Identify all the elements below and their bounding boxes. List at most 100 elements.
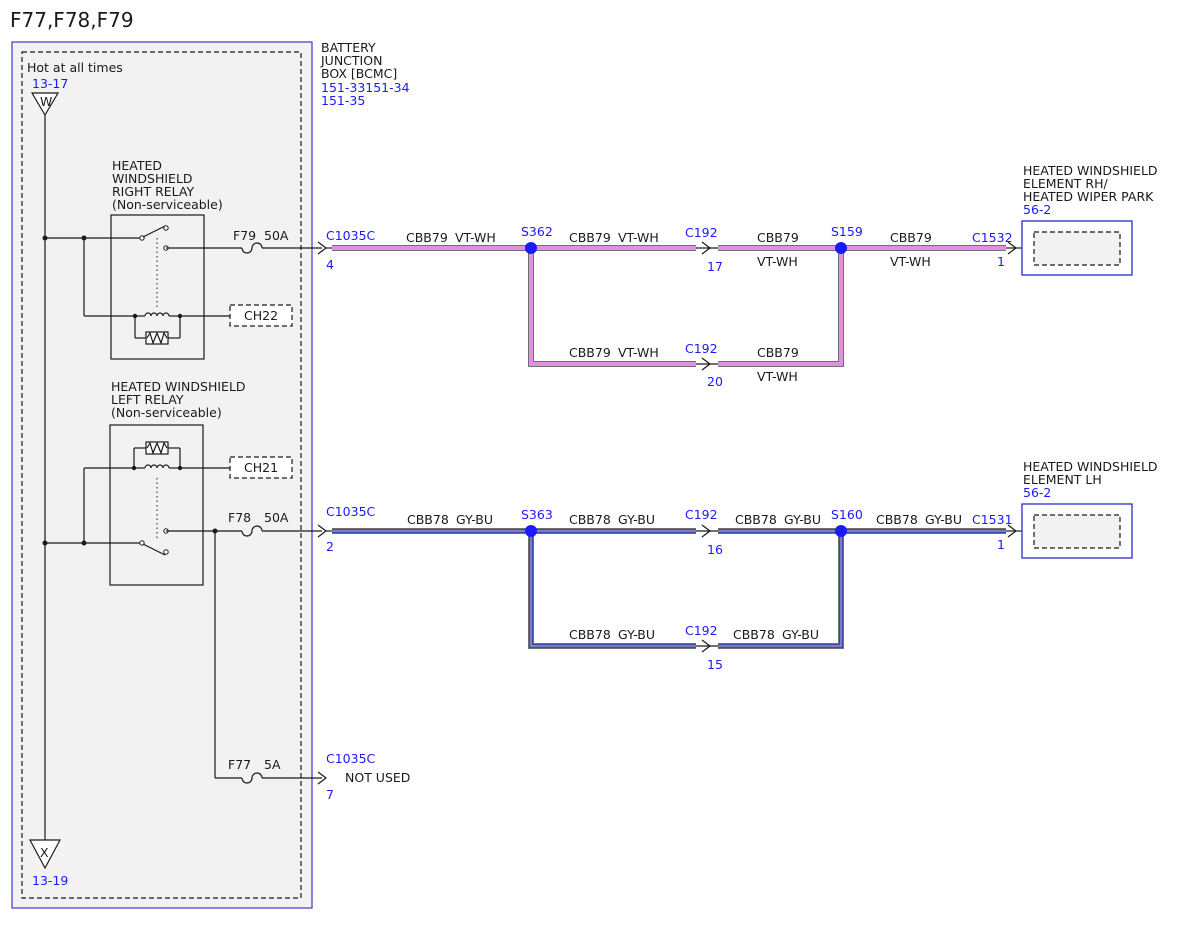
box-name-line: BOX [BCMC] [321, 66, 397, 81]
wire-color: GY-BU [782, 627, 819, 642]
wire-color: GY-BU [456, 512, 493, 527]
component-rh-ref[interactable]: 56-2 [1023, 202, 1051, 217]
component-rh-label: HEATED WINDSHIELD [1023, 163, 1158, 178]
connector-c1532[interactable]: C1532 [972, 230, 1013, 245]
left-relay-label: LEFT RELAY [111, 392, 184, 407]
box-name-line: BATTERY [321, 40, 376, 55]
wire-label: CBB78 [569, 627, 611, 642]
power-bottom-ref[interactable]: 13-19 [32, 873, 68, 888]
box-ref[interactable]: 151-35 [321, 93, 365, 108]
pin-1: 1 [997, 537, 1005, 552]
wire-label: CBB79 [757, 345, 799, 360]
wire-color: GY-BU [784, 512, 821, 527]
left-relay-label: (Non-serviceable) [111, 405, 222, 420]
left-relay-label: HEATED WINDSHIELD [111, 379, 246, 394]
pin-15: 15 [707, 657, 723, 672]
power-top-letter: W [40, 94, 52, 109]
component-lh-label: HEATED WINDSHIELD [1023, 459, 1158, 474]
wire-label: CBB78 [407, 512, 449, 527]
box-name: BATTERY JUNCTION BOX [BCMC] 151-33151-34… [320, 40, 410, 108]
connector-c1035c-7[interactable]: C1035C [326, 751, 376, 766]
wire-color: VT-WH [757, 369, 798, 384]
right-relay-label: (Non-serviceable) [112, 197, 223, 212]
right-relay-box [110, 214, 205, 360]
wire-label: CBB78 [569, 512, 611, 527]
pin-7: 7 [326, 787, 334, 802]
pin-1: 1 [997, 254, 1005, 269]
connector-c1531[interactable]: C1531 [972, 512, 1013, 527]
wire-color: VT-WH [455, 230, 496, 245]
right-relay-label: RIGHT RELAY [112, 184, 194, 199]
junction-box-inner-dashed [21, 51, 302, 899]
component-lh-label: ELEMENT LH [1023, 472, 1102, 487]
ground-ch21-label: CH21 [244, 460, 278, 475]
wire-label: CBB78 [735, 512, 777, 527]
connector-c1035c-4[interactable]: C1035C [326, 228, 376, 243]
page-title: F77,F78,F79 [10, 8, 134, 32]
connector-c192[interactable]: C192 [685, 341, 718, 356]
fuse-f77: F77 [228, 757, 251, 772]
wire-label: CBB79 [890, 230, 932, 245]
splice-s362-label: S362 [521, 224, 553, 239]
wire-label: CBB79 [569, 230, 611, 245]
pin-2: 2 [326, 539, 334, 554]
wire-color: GY-BU [925, 512, 962, 527]
splice-s362[interactable] [525, 242, 537, 254]
wire-color: VT-WH [618, 230, 659, 245]
f77-branch: F77 5A C1035C 7 NOT USED [214, 531, 410, 802]
splice-s159-label: S159 [831, 224, 863, 239]
right-relay-label: WINDSHIELD [112, 171, 193, 186]
fuse-f78-amps: 50A [264, 510, 289, 525]
fuse-f78: F78 [228, 510, 251, 525]
wire-label: CBB79 [757, 230, 799, 245]
left-relay-box [109, 424, 204, 586]
ground-ch22-label: CH22 [244, 308, 278, 323]
component-element-rh[interactable]: HEATED WINDSHIELD ELEMENT RH/ HEATED WIP… [1021, 163, 1158, 276]
fuse-f79-amps: 50A [264, 228, 289, 243]
splice-s160[interactable] [835, 525, 847, 537]
connector-c192[interactable]: C192 [685, 507, 718, 522]
wire-color: GY-BU [618, 627, 655, 642]
right-relay: HEATED WINDSHIELD RIGHT RELAY (Non-servi… [42, 158, 322, 360]
splice-s160-label: S160 [831, 507, 863, 522]
wire-label: CBB79 [569, 345, 611, 360]
power-in-triangle-icon [30, 92, 60, 117]
component-rh-label: HEATED WIPER PARK [1023, 189, 1154, 204]
box-name-line: JUNCTION [320, 53, 382, 68]
pin-16: 16 [707, 542, 723, 557]
component-element-lh[interactable]: HEATED WINDSHIELD ELEMENT LH 56-2 [1021, 459, 1158, 559]
circuit-cbb78: C1035C 2 CBB78 GY-BU S363 CBB78 GY-BU C1… [317, 504, 1022, 672]
wire-color: VT-WH [618, 345, 659, 360]
hot-at-all-times-label: Hot at all times [27, 60, 123, 75]
power-bottom-letter: X [40, 845, 49, 860]
splice-s159[interactable] [835, 242, 847, 254]
left-relay: HEATED WINDSHIELD LEFT RELAY (Non-servic… [42, 379, 322, 586]
fuse-f77-amps: 5A [264, 757, 281, 772]
component-rh-label: ELEMENT RH/ [1023, 176, 1108, 191]
pin-4: 4 [326, 257, 334, 272]
ground-ch21 [229, 456, 293, 479]
wire-label: CBB79 [406, 230, 448, 245]
connector-c1035c-2[interactable]: C1035C [326, 504, 376, 519]
right-relay-label: HEATED [112, 158, 162, 173]
wire-label: CBB78 [733, 627, 775, 642]
power-top-ref[interactable]: 13-17 [32, 76, 68, 91]
circuit-cbb79: C1035C 4 CBB79 VT-WH S362 CBB79 VT-WH C1… [317, 224, 1022, 389]
splice-s363[interactable] [525, 525, 537, 537]
wire-color: VT-WH [757, 254, 798, 269]
not-used-label: NOT USED [345, 770, 410, 785]
wire-color: VT-WH [890, 254, 931, 269]
wire-color: GY-BU [618, 512, 655, 527]
box-ref[interactable]: 151-33151-34 [321, 80, 410, 95]
power-out-triangle-icon [28, 839, 62, 870]
pin-17: 17 [707, 259, 723, 274]
wire-cbb79-bottom[interactable] [529, 248, 843, 366]
wire-label: CBB78 [876, 512, 918, 527]
splice-s363-label: S363 [521, 507, 553, 522]
component-lh-ref[interactable]: 56-2 [1023, 485, 1051, 500]
fuse-f79: F79 [233, 228, 256, 243]
connector-c192[interactable]: C192 [685, 225, 718, 240]
connector-c192[interactable]: C192 [685, 623, 718, 638]
ground-ch22 [229, 304, 293, 327]
